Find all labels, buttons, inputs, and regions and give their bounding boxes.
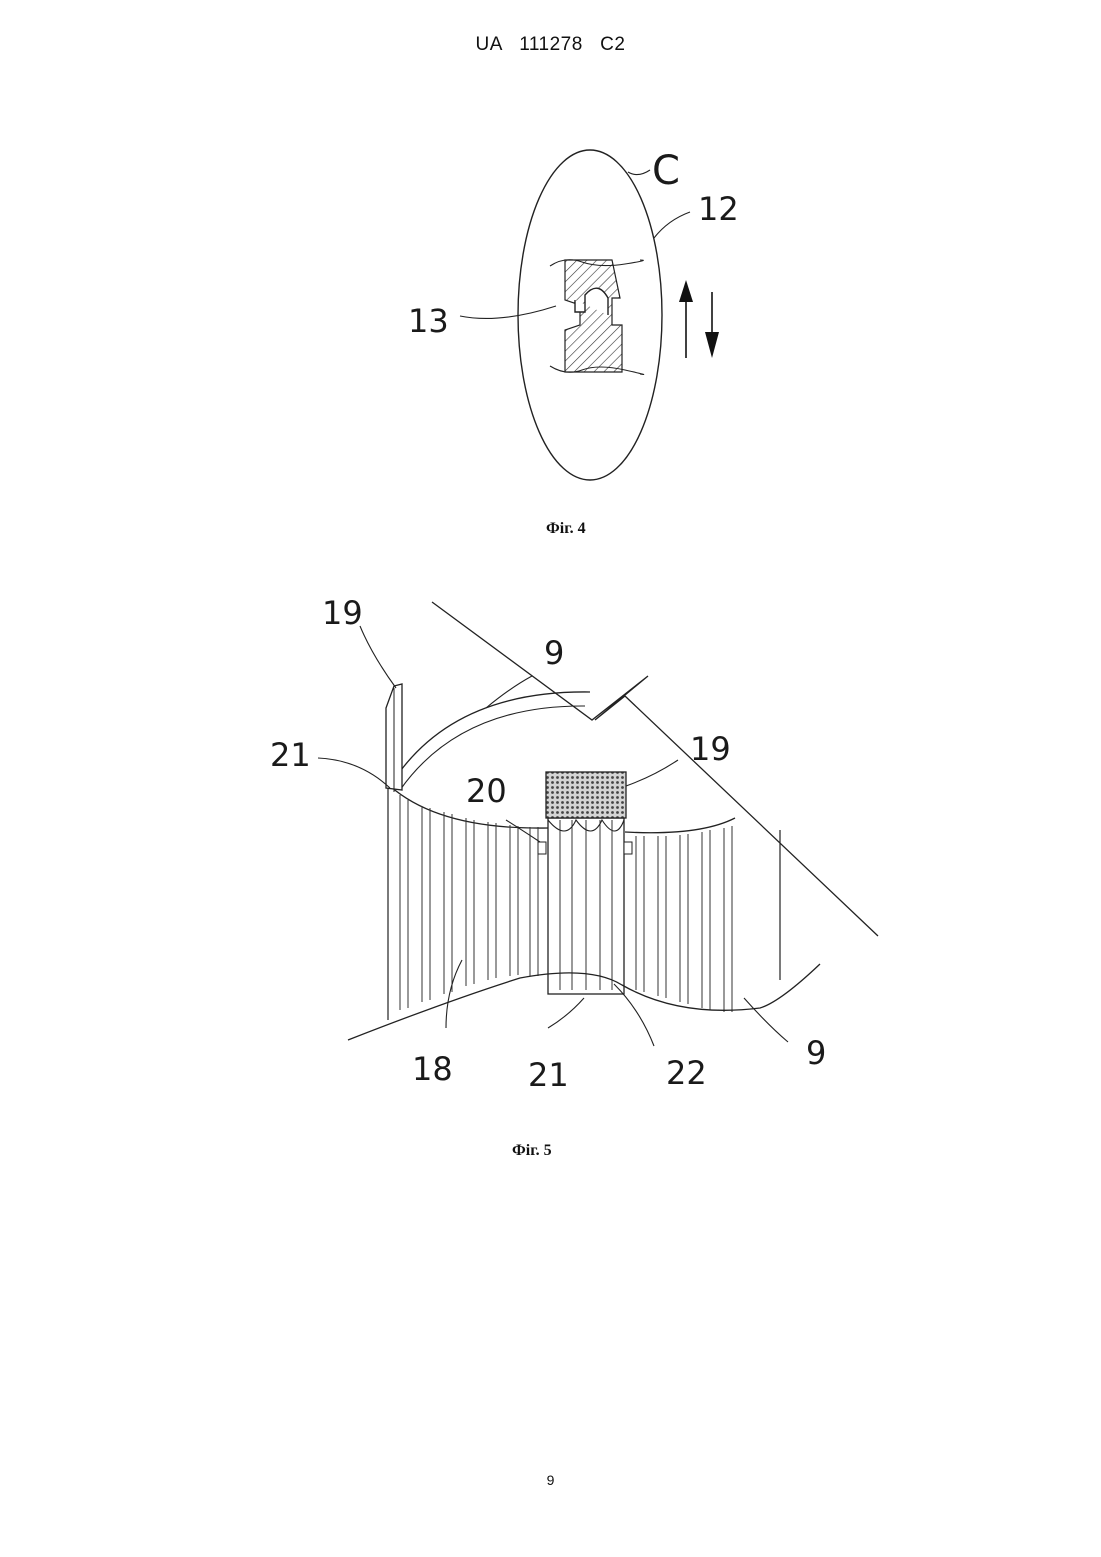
figure-4-diagram: C 12 13 [390, 120, 770, 500]
patent-kind: C2 [600, 34, 625, 55]
leader-9-top [486, 676, 532, 708]
patent-header: UA 111278 C2 [0, 34, 1101, 56]
label-13: 13 [408, 302, 449, 340]
clip-right [624, 842, 632, 854]
figure-5-diagram: 19 9 21 19 20 18 21 22 9 [250, 580, 910, 1100]
leader-21-left [318, 758, 390, 788]
ribs-right [636, 826, 732, 1012]
figure-4-caption: Фіг. 4 [546, 520, 586, 538]
leader-19-right [626, 760, 678, 786]
label-18: 18 [412, 1050, 453, 1088]
leader-12 [654, 212, 690, 238]
leader-18 [446, 960, 462, 1028]
patent-country: UA [476, 34, 502, 55]
leader-13 [460, 306, 556, 318]
leader-c [628, 170, 650, 175]
page-number: 9 [0, 1472, 1101, 1488]
arrow-down-icon [705, 332, 719, 358]
label-21-left: 21 [270, 736, 311, 774]
dotted-cap-block [546, 772, 626, 818]
label-9-bottom: 9 [806, 1034, 826, 1072]
leader-9-bottom [744, 998, 788, 1042]
leader-21-bottom [548, 998, 584, 1028]
label-19-right: 19 [690, 730, 731, 768]
label-9-top: 9 [544, 634, 564, 672]
arrow-up-icon [679, 280, 693, 302]
leader-19-left [360, 626, 396, 688]
figure-5-caption: Фіг. 5 [512, 1142, 552, 1160]
label-20: 20 [466, 772, 507, 810]
clip-left [538, 842, 546, 854]
leader-20 [506, 820, 540, 842]
label-22: 22 [666, 1054, 707, 1092]
section-strip [565, 260, 622, 372]
label-19-left: 19 [322, 594, 363, 632]
label-12: 12 [698, 190, 739, 228]
label-c: C [652, 148, 680, 194]
label-21-bottom: 21 [528, 1056, 569, 1094]
section-cut-line [432, 602, 878, 936]
patent-number: 111278 [519, 34, 583, 55]
